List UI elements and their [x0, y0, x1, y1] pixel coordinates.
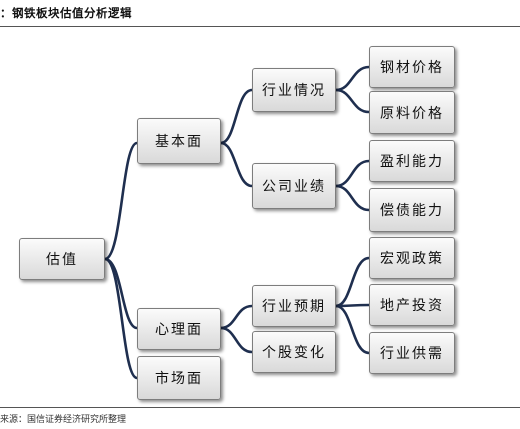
node-solvency: 偿债能力 — [369, 188, 455, 232]
connector-psychology-expectation — [219, 304, 254, 330]
connector-expectation-realestate — [334, 303, 371, 308]
connector-industry-rawprice — [334, 88, 371, 114]
node-psychology: 心理面 — [137, 308, 221, 350]
node-industry-supply-demand: 行业供需 — [369, 332, 455, 374]
connector-root-fundamental — [103, 141, 139, 261]
connector-fundamental-earnings — [219, 141, 254, 188]
node-stock-change: 个股变化 — [252, 331, 336, 373]
node-industry-situation: 行业情况 — [252, 68, 336, 112]
connector-earnings-solvency — [334, 184, 371, 212]
node-macro-policy: 宏观政策 — [369, 237, 455, 279]
bottom-rule — [0, 407, 520, 408]
node-steel-price: 钢材价格 — [369, 46, 455, 88]
node-profitability: 盈利能力 — [369, 140, 455, 182]
connector-expectation-supply — [334, 304, 371, 355]
node-fundamentals: 基本面 — [137, 118, 221, 164]
node-real-estate-investment: 地产投资 — [369, 284, 455, 326]
source-note: 来源：国信证券经济研究所整理 — [0, 415, 127, 425]
figure-title: ：钢铁板块估值分析逻辑 — [0, 6, 132, 20]
connector-psychology-stockchange — [219, 326, 254, 354]
node-valuation: 估值 — [19, 238, 105, 280]
connector-root-market — [103, 257, 139, 380]
node-market: 市场面 — [137, 356, 221, 400]
node-raw-material-price: 原料价格 — [369, 91, 455, 134]
connector-fundamental-industry — [219, 88, 254, 145]
connector-earnings-profitability — [334, 159, 371, 188]
connector-industry-steelprice — [334, 65, 371, 92]
connector-expectation-macro — [334, 256, 371, 308]
node-industry-expectation: 行业预期 — [252, 285, 336, 327]
top-rule — [0, 26, 520, 27]
node-company-earnings: 公司业绩 — [252, 163, 336, 209]
